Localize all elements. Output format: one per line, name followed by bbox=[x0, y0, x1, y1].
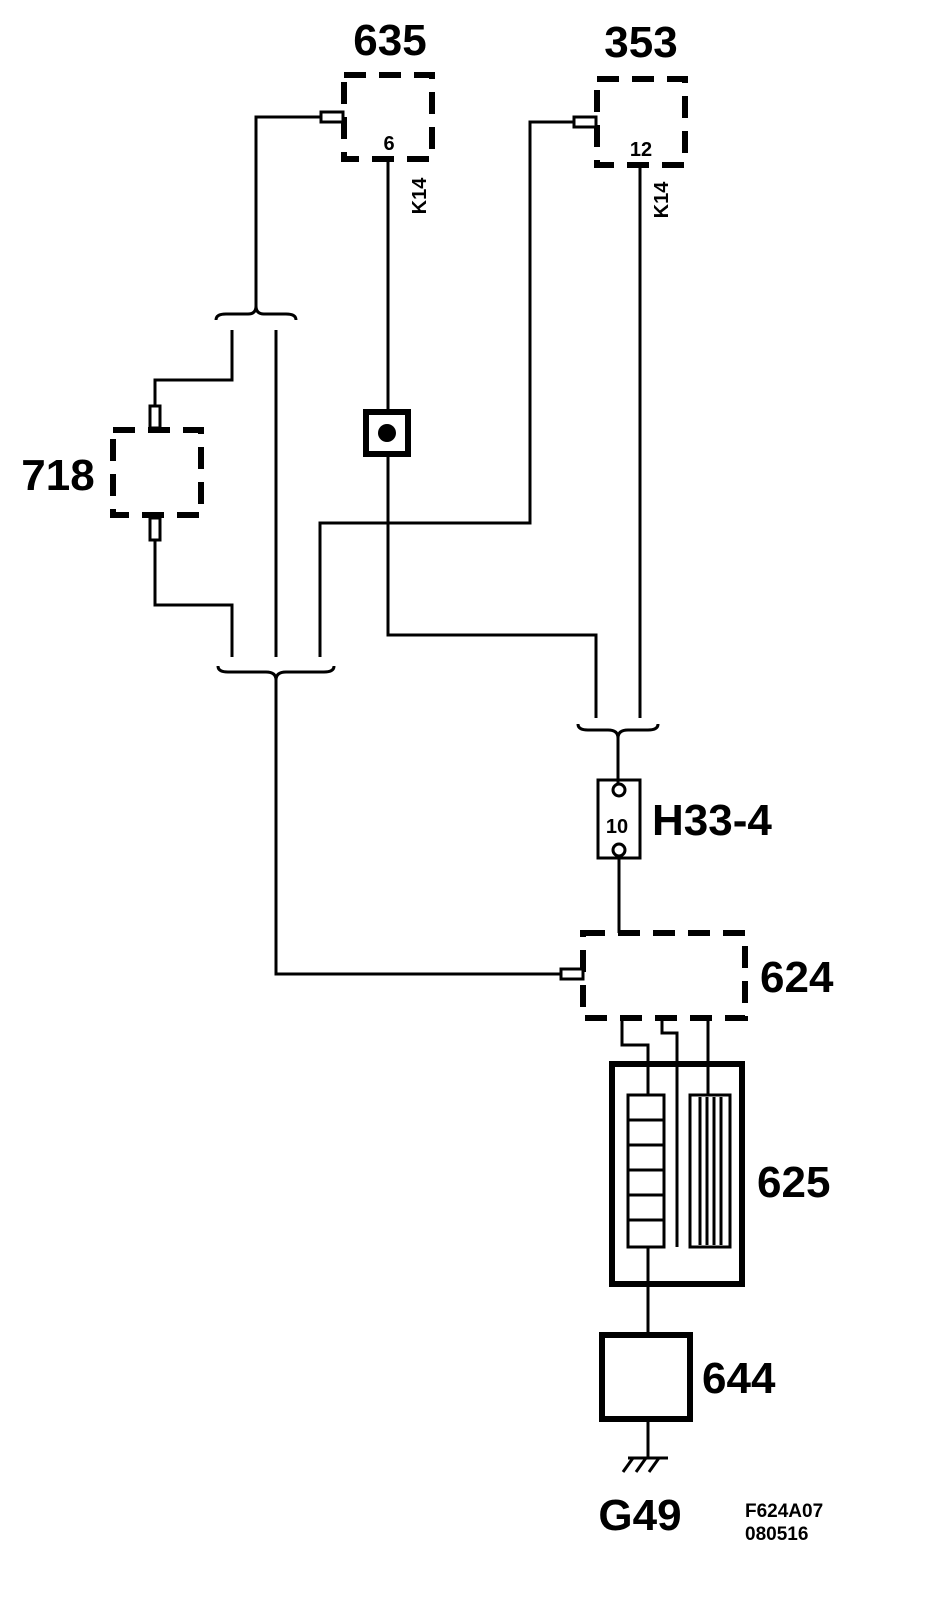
wire-353-side bbox=[318, 120, 574, 657]
connector-h33-4-bottom-socket bbox=[611, 842, 627, 858]
component-635-side-pin bbox=[319, 110, 345, 124]
wire-bundle-to-624 bbox=[274, 678, 561, 976]
harness-brace-h33 bbox=[576, 723, 660, 739]
harness-brace-upper bbox=[214, 305, 298, 321]
component-624-box bbox=[580, 930, 748, 1021]
component-353-pin: 12 bbox=[630, 139, 652, 161]
harness-braces bbox=[214, 305, 660, 739]
wire-635-side bbox=[254, 115, 321, 308]
connector-h33-4-label: H33-4 bbox=[652, 796, 772, 845]
reference-code: F624A07 bbox=[745, 1501, 823, 1522]
component-644: 644 bbox=[599, 1332, 776, 1422]
connector-h33-4: 10 H33-4 bbox=[596, 778, 772, 860]
wire-718-bottom bbox=[153, 540, 234, 657]
wire-j90-to-h33 bbox=[386, 454, 598, 718]
connector-h33-4-pin: 10 bbox=[606, 816, 628, 838]
ground-g49: G49 bbox=[598, 1419, 682, 1540]
component-635-pin: 6 bbox=[383, 133, 394, 155]
component-718: 718 bbox=[21, 404, 204, 542]
wire-718-top bbox=[153, 330, 234, 406]
component-624-side-pin bbox=[559, 967, 585, 981]
component-353-side-pin bbox=[572, 115, 598, 129]
component-635-connector-label: K14 bbox=[409, 177, 431, 215]
component-635-label: 635 bbox=[353, 16, 426, 65]
connector-h33-4-top-socket bbox=[611, 782, 627, 798]
component-353-connector-label: K14 bbox=[651, 181, 673, 219]
component-625-right-element bbox=[688, 1093, 732, 1249]
component-353-label: 353 bbox=[604, 18, 677, 67]
component-718-top-pin bbox=[148, 404, 162, 430]
component-625-label: 625 bbox=[757, 1158, 830, 1207]
wire-624-to-625-b bbox=[660, 1018, 679, 1247]
component-624: 624 bbox=[559, 930, 834, 1021]
component-624-label: 624 bbox=[760, 953, 834, 1002]
reference-date: 080516 bbox=[745, 1524, 808, 1545]
component-635: 635 6 K14 bbox=[319, 16, 435, 215]
component-718-bottom-pin bbox=[148, 516, 162, 542]
junction-j90-dot bbox=[378, 424, 396, 442]
wires bbox=[153, 115, 710, 1335]
junction-j90 bbox=[363, 409, 411, 457]
component-718-box bbox=[110, 427, 204, 518]
component-625: 625 bbox=[609, 1061, 830, 1287]
component-644-label: 644 bbox=[702, 1354, 776, 1403]
wire-624-to-625-a bbox=[620, 1018, 650, 1095]
component-644-box bbox=[599, 1332, 693, 1422]
harness-brace-lower bbox=[216, 665, 336, 681]
component-353: 353 12 K14 bbox=[572, 18, 688, 219]
component-718-label: 718 bbox=[21, 451, 94, 500]
ground-g49-label: G49 bbox=[598, 1491, 681, 1540]
